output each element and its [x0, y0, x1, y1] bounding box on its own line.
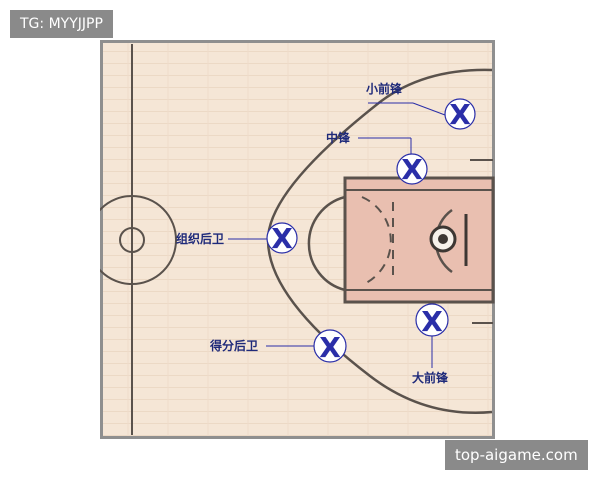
free-throw-circle-dashed	[361, 196, 392, 286]
player-small-forward: X 小前锋	[366, 81, 476, 131]
leader-line	[412, 102, 446, 116]
paint-area	[343, 176, 495, 304]
player-shooting-guard: X 得分后卫	[209, 329, 347, 364]
player-marker-x: X	[449, 98, 471, 131]
player-marker-x: X	[421, 305, 443, 338]
label-shooting-guard: 得分后卫	[209, 338, 258, 353]
player-marker-circle	[396, 153, 428, 185]
player-marker-circle	[266, 222, 298, 254]
player-marker-circle	[444, 98, 476, 130]
free-throw-circle	[307, 195, 346, 292]
label-center: 中锋	[326, 130, 351, 145]
watermark-bottom: top-aigame.com	[445, 440, 588, 470]
court-svg: X 小前锋 X 中锋 X 组织后卫 X 得分后卫 X	[100, 40, 495, 439]
player-marker-x: X	[319, 331, 341, 364]
player-center: X 中锋	[326, 130, 428, 186]
label-point-guard: 组织后卫	[176, 231, 224, 246]
player-power-forward: X 大前锋	[412, 303, 449, 385]
player-marker-x: X	[401, 153, 423, 186]
player-marker-circle	[313, 329, 347, 363]
center-circle	[100, 195, 177, 285]
basketball-court-diagram: X 小前锋 X 中锋 X 组织后卫 X 得分后卫 X	[100, 40, 495, 439]
hoop-inner	[438, 234, 448, 244]
center-circle-inner	[119, 227, 145, 253]
label-power-forward: 大前锋	[412, 370, 449, 385]
player-point-guard: X 组织后卫	[176, 222, 298, 255]
label-small-forward: 小前锋	[366, 81, 403, 96]
watermark-top: TG: MYYJJPP	[10, 10, 113, 38]
player-marker-x: X	[271, 222, 293, 255]
